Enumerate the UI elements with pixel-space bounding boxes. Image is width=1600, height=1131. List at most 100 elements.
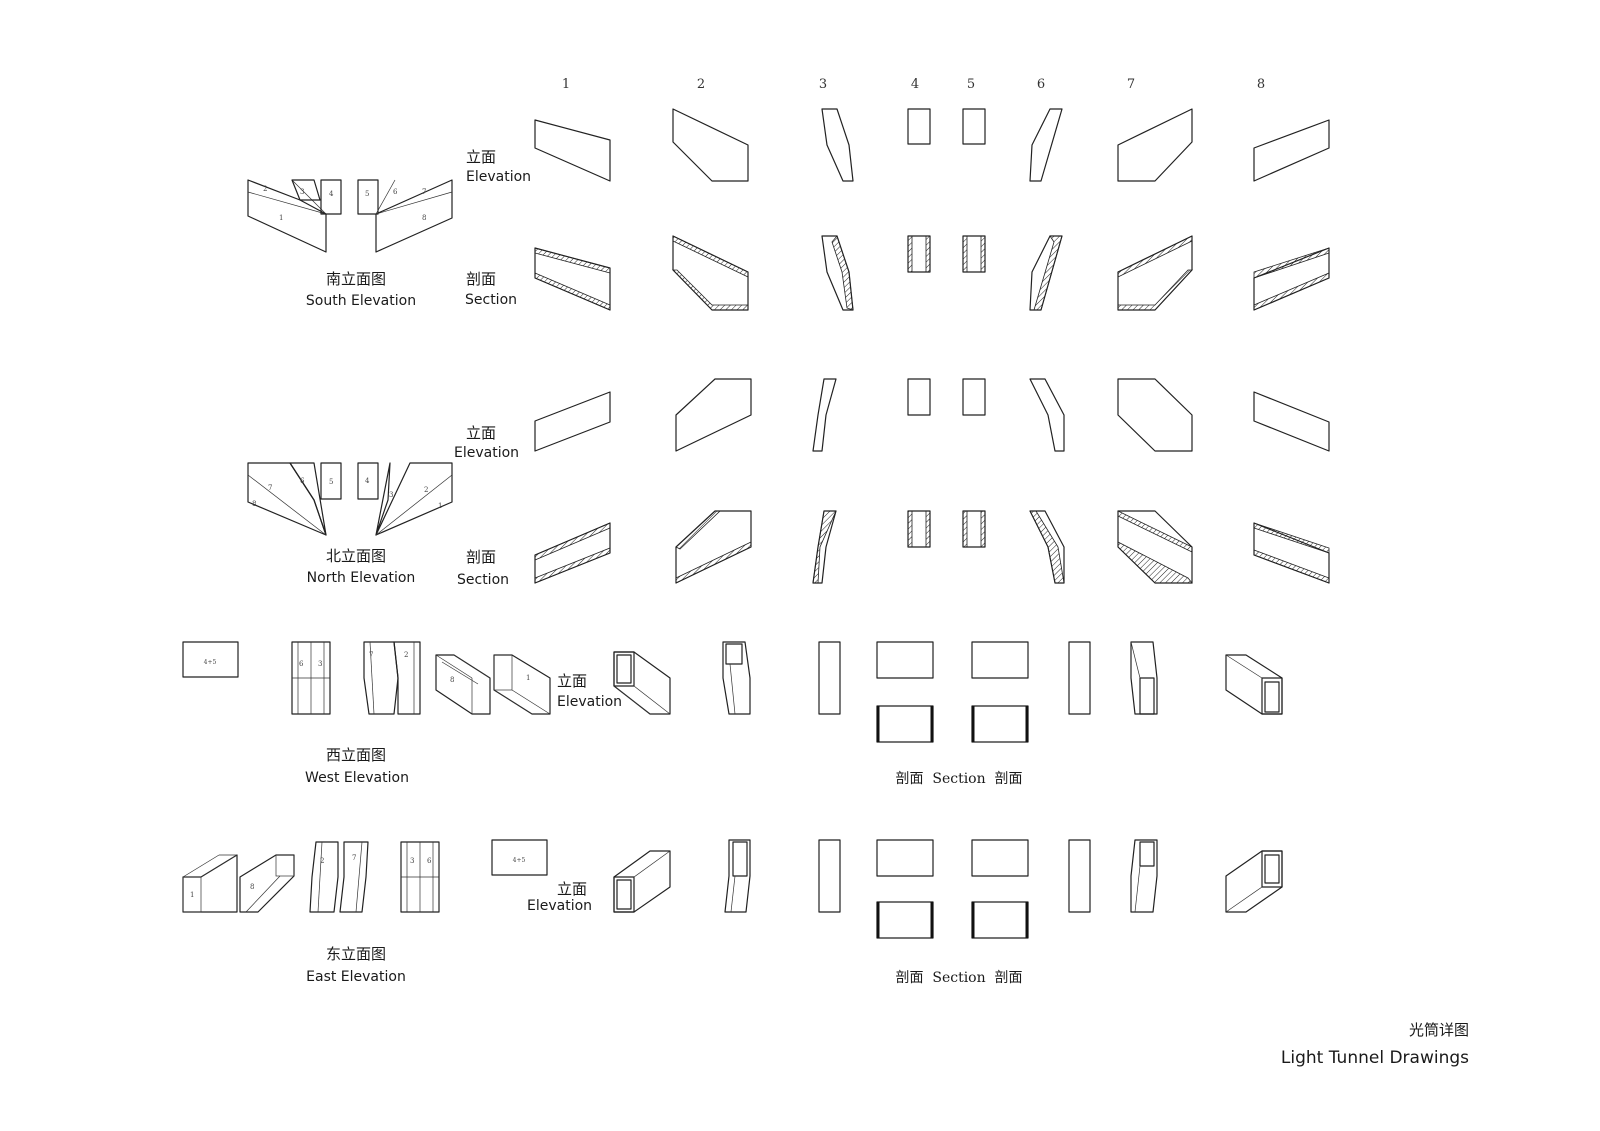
key-label: 4+5 (204, 659, 217, 666)
east-elevation-title-en: East Elevation (306, 969, 406, 985)
north-section-row-label-en: Section (457, 572, 509, 588)
key-panel-1 (493, 654, 551, 715)
key-label: 7 (422, 188, 426, 196)
east-elevation-row-label-cn: 立面 (557, 880, 587, 898)
east-elev-tube-4 (876, 839, 934, 877)
key-label: 3 (389, 491, 393, 499)
column-header-2: 2 (697, 77, 705, 92)
key-label: 4 (329, 190, 334, 198)
west-elev-tube-7 (1130, 641, 1158, 715)
key-label: 1 (190, 891, 194, 899)
south-elev-panel-3 (821, 108, 854, 182)
west-elevation-row-label-en: Elevation (557, 694, 622, 710)
south-elev-panel-2 (672, 108, 749, 182)
column-header-1: 1 (562, 77, 570, 92)
key-panel-5 (320, 462, 342, 500)
south-elev-panel-6 (1029, 108, 1063, 182)
key-panel-right (375, 462, 453, 536)
south-elev-panel-7 (1117, 108, 1193, 182)
key-label: 7 (369, 651, 373, 659)
north-elevation-title-en: North Elevation (307, 570, 416, 586)
key-panel-2 (309, 841, 339, 913)
north-elev-panel-3 (812, 378, 837, 452)
south-elevation-key: 2 3 4 1 5 6 7 8 (247, 179, 453, 253)
west-elev-tube-8 (1225, 654, 1283, 715)
key-panel-3 (291, 179, 321, 201)
key-panel-right (375, 179, 453, 253)
east-sect-tube-5 (971, 901, 1029, 939)
south-section-row-label-en: Section (465, 292, 517, 308)
east-section-row (876, 901, 1029, 939)
key-label: 8 (250, 883, 254, 891)
key-label: 4+5 (513, 857, 526, 864)
column-header-5: 5 (967, 77, 975, 92)
key-panel-7 (339, 841, 369, 913)
north-elevation-title-cn: 北立面图 (326, 547, 386, 565)
south-elevation-row (534, 108, 1330, 182)
south-sect-panel-7 (1117, 235, 1193, 311)
west-sect-tube-5 (971, 705, 1029, 743)
column-header-8: 8 (1257, 77, 1265, 92)
key-label: 6 (299, 660, 304, 668)
column-header-4: 4 (911, 77, 919, 92)
key-label: 8 (450, 676, 454, 684)
key-label: 1 (279, 214, 283, 222)
column-headers: 1 2 3 4 5 6 7 8 (562, 77, 1265, 92)
west-section-row (876, 705, 1029, 743)
east-elevation-row-label-en: Elevation (527, 898, 592, 914)
east-elev-tube-3 (818, 839, 841, 913)
east-elev-tube-8 (1225, 850, 1283, 913)
key-label: 3 (318, 660, 322, 668)
north-elev-panel-5 (962, 378, 986, 416)
north-elevation-row (534, 378, 1330, 452)
sheet-title-en: Light Tunnel Drawings (1281, 1048, 1469, 1068)
west-elevation-key: 4+5 6 3 7 2 8 1 (182, 641, 551, 715)
south-elev-panel-4 (907, 108, 931, 145)
north-section-row-label-cn: 剖面 (466, 548, 496, 566)
key-panel-4 (357, 462, 379, 500)
west-sect-tube-4 (876, 705, 934, 743)
south-section-row (534, 235, 1330, 311)
west-elevation-title-en: West Elevation (305, 770, 409, 786)
key-panel-2 (393, 641, 421, 715)
east-section-caption: 剖面 Section 剖面 (895, 970, 1022, 986)
key-panel-4 (320, 179, 342, 215)
north-elevation-row-label-cn: 立面 (466, 424, 496, 442)
key-panel-3 (375, 462, 391, 536)
key-label: 6 (393, 188, 398, 196)
south-elevation-row-label-en: Elevation (466, 169, 531, 185)
west-elev-tube-4 (876, 641, 934, 679)
north-elev-panel-1 (534, 391, 611, 452)
north-elev-panel-4 (907, 378, 931, 416)
west-elevation-row (613, 641, 1283, 715)
east-sect-tube-4 (876, 901, 934, 939)
key-label: 2 (320, 857, 324, 865)
key-label: 3 (300, 188, 304, 196)
north-elev-panel-7 (1117, 378, 1193, 452)
key-label: 8 (252, 500, 256, 508)
south-sect-panel-2 (672, 235, 749, 311)
key-label: 6 (427, 857, 432, 865)
column-header-3: 3 (819, 77, 827, 92)
key-label: 2 (424, 486, 428, 494)
west-elev-tube-2 (722, 641, 751, 715)
key-label: 5 (329, 478, 333, 486)
east-elev-tube-1 (613, 850, 671, 913)
north-elevation-key: 7 6 5 8 4 3 2 1 (247, 462, 453, 536)
key-label: 8 (422, 214, 426, 222)
key-label: 5 (365, 190, 369, 198)
key-panel-5 (357, 179, 379, 215)
key-label: 2 (263, 185, 267, 193)
east-elev-tube-6 (1068, 839, 1091, 913)
key-panel-1 (182, 854, 238, 913)
column-header-6: 6 (1037, 77, 1045, 92)
key-label: 1 (438, 502, 442, 510)
key-label: 1 (526, 674, 530, 682)
north-elev-panel-2 (675, 378, 752, 452)
north-elevation-row-label-en: Elevation (454, 445, 519, 461)
key-panel-left (247, 462, 327, 536)
south-elevation-row-label-cn: 立面 (466, 148, 496, 166)
east-elevation-title-cn: 东立面图 (326, 945, 386, 963)
south-section-row-label-cn: 剖面 (466, 270, 496, 288)
south-elevation-title-cn: 南立面图 (326, 270, 386, 288)
